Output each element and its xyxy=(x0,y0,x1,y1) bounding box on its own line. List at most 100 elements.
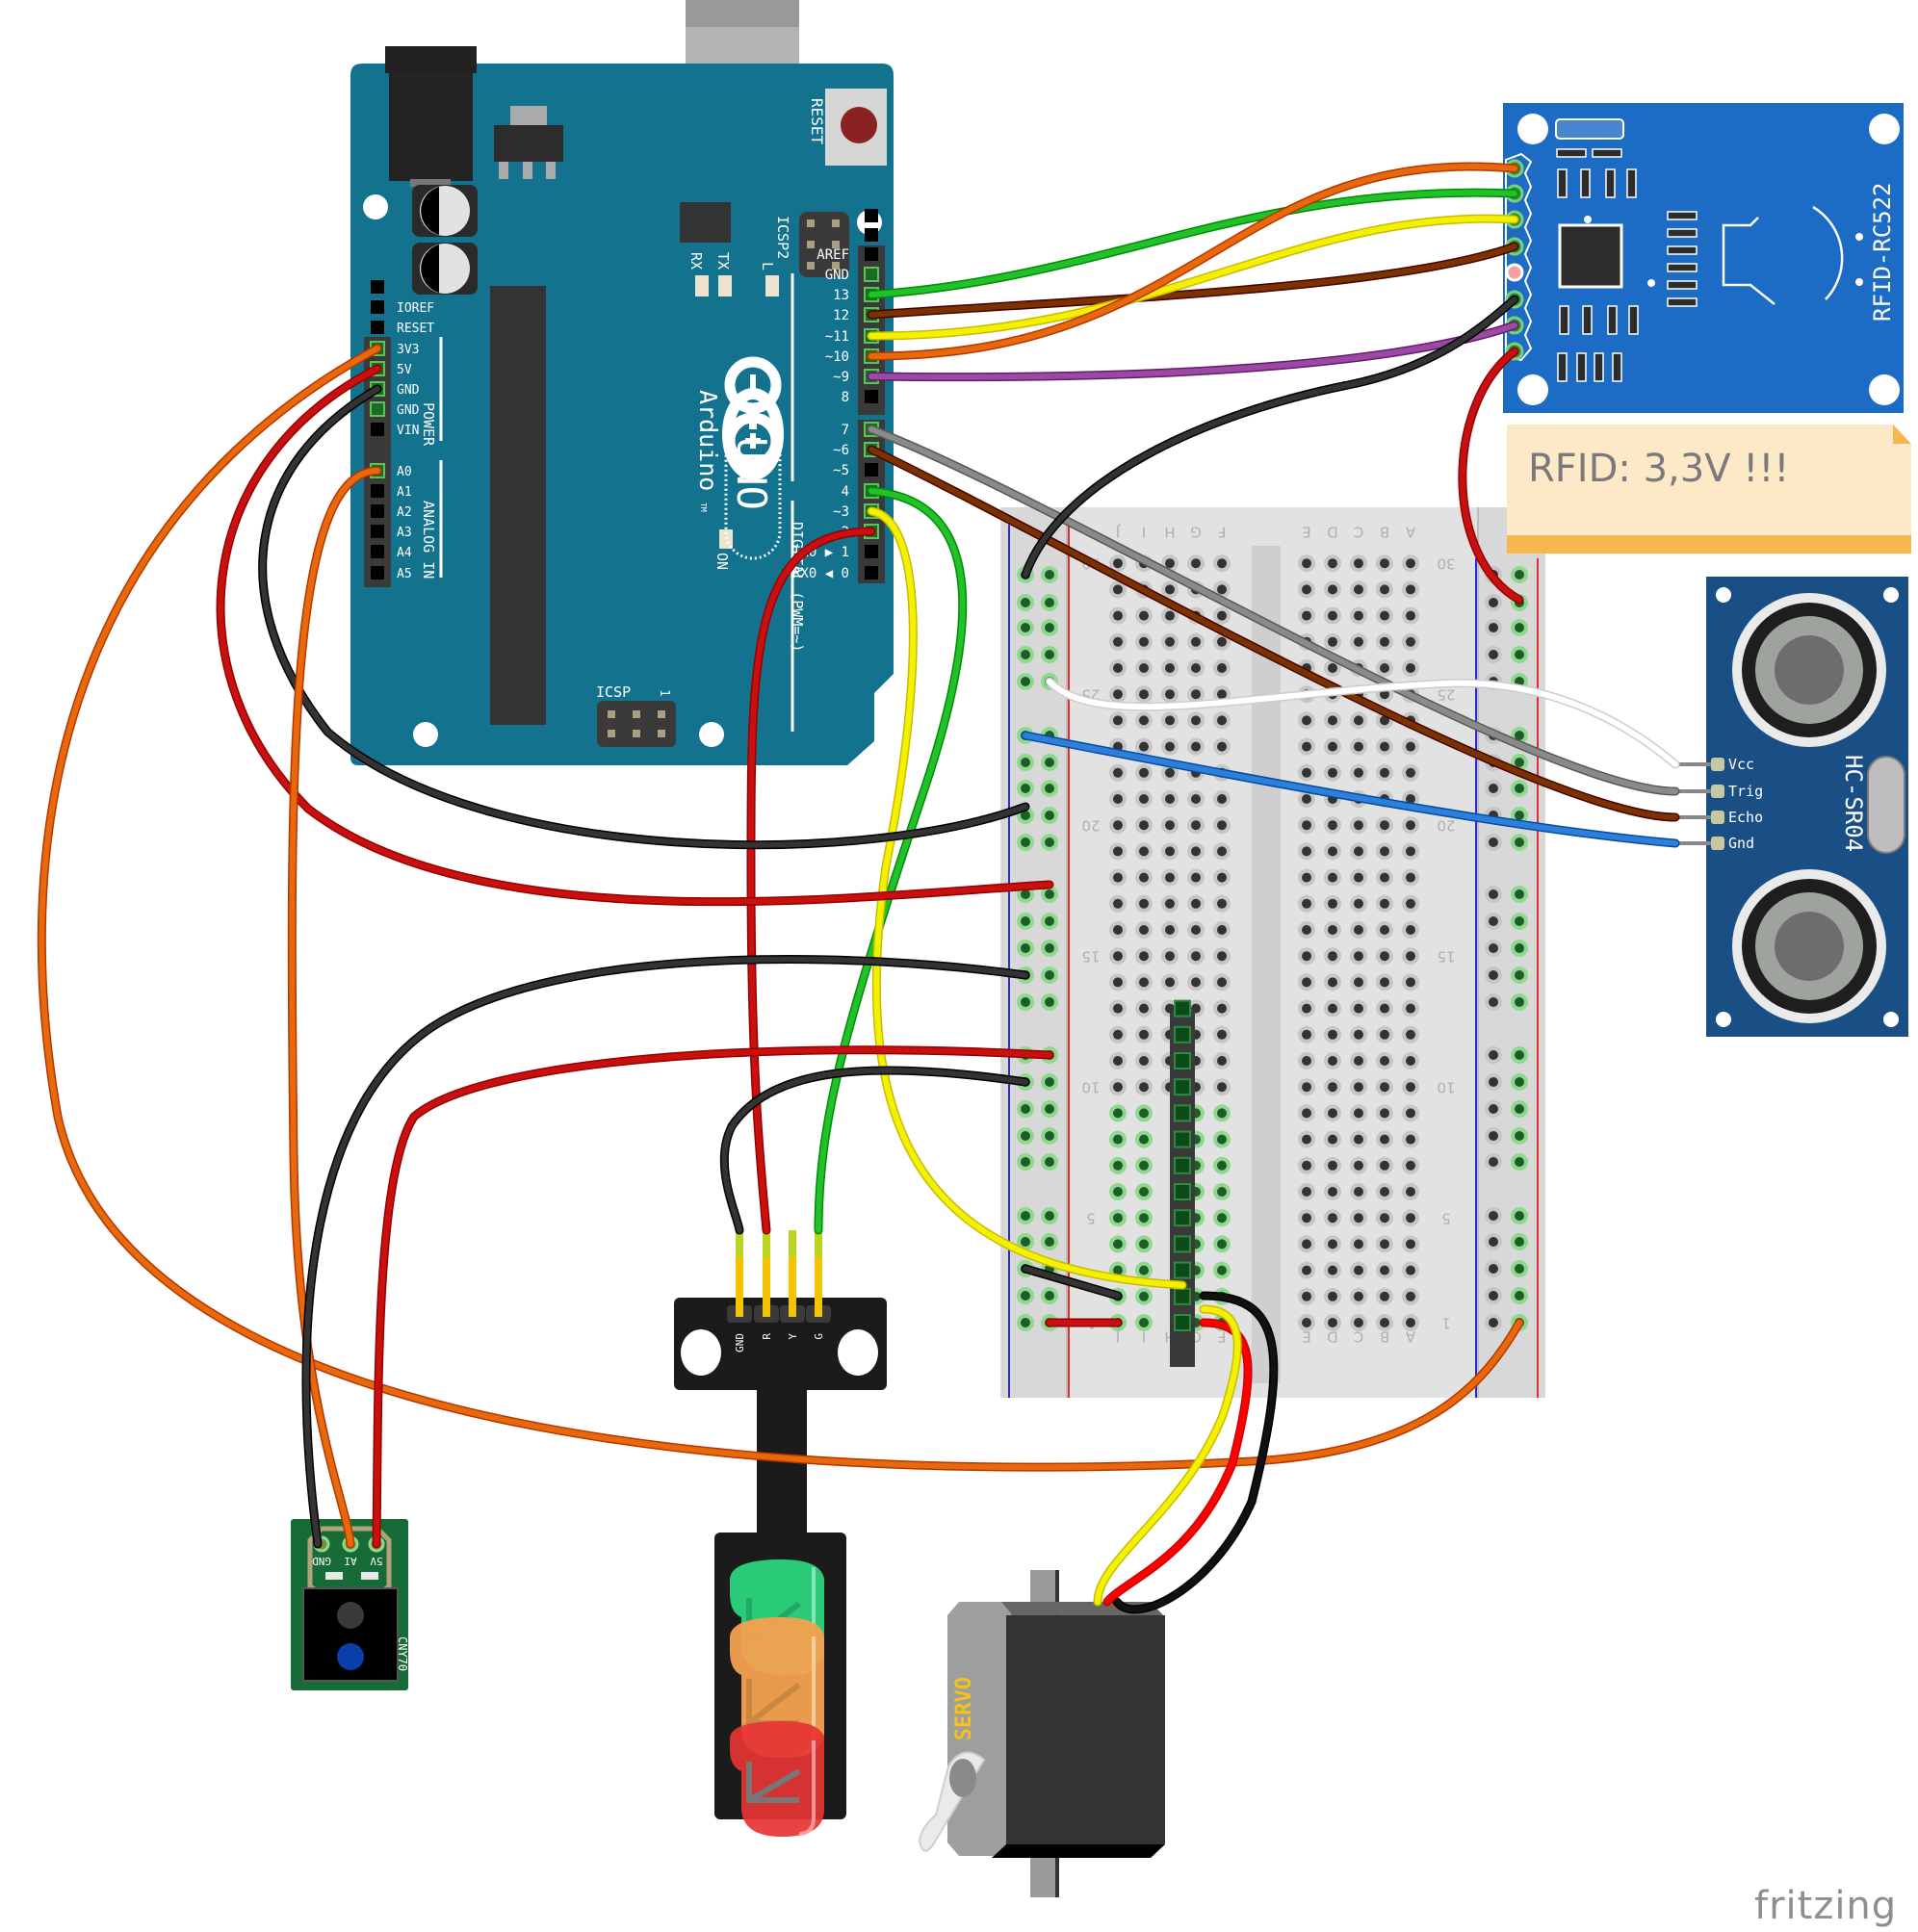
icsp2-label: ICSP2 xyxy=(774,216,791,259)
wire-a0-cny70[interactable] xyxy=(289,468,380,1547)
header-pin[interactable] xyxy=(865,545,878,558)
analog-label: ANALOG IN xyxy=(420,501,437,579)
column-label: B xyxy=(1380,1328,1389,1346)
servo-lead-signal[interactable] xyxy=(1095,1306,1241,1605)
header-pin[interactable] xyxy=(371,566,384,580)
traffic-light-pin[interactable] xyxy=(736,1230,743,1317)
header-pin[interactable] xyxy=(371,300,384,314)
pin-label: 5V xyxy=(397,363,412,377)
wire-d2-red[interactable] xyxy=(747,528,874,1233)
led-red xyxy=(730,1721,824,1837)
header-pin[interactable] xyxy=(370,401,385,417)
traffic-light-pin[interactable] xyxy=(789,1230,796,1317)
header-pin[interactable] xyxy=(1174,1235,1191,1253)
header-pin[interactable] xyxy=(1174,1156,1191,1174)
wire-d13-rfid[interactable] xyxy=(868,190,1517,297)
arduino-board xyxy=(350,64,894,765)
wires xyxy=(37,162,1680,1614)
header-pin[interactable] xyxy=(865,247,878,261)
wire-d6-echo[interactable] xyxy=(868,447,1678,820)
header-pin[interactable] xyxy=(371,545,384,558)
pin-label: A4 xyxy=(397,546,412,560)
wire-traffic-gnd[interactable] xyxy=(721,1067,1028,1233)
jumper-gnd[interactable] xyxy=(1023,1266,1121,1299)
column-label: C xyxy=(1354,1328,1363,1346)
cny70-label: CNY70 xyxy=(396,1636,409,1671)
wire-5v[interactable] xyxy=(218,366,1052,905)
traffic-light-pin-label: G xyxy=(813,1333,825,1340)
header-pin[interactable] xyxy=(371,280,384,294)
header-pin[interactable] xyxy=(1174,1130,1191,1148)
ultrasonic-transducer-icon xyxy=(1732,869,1886,1023)
wire-d3-servo[interactable] xyxy=(868,508,1185,1288)
pin-label: RX0 ◀ 0 xyxy=(792,566,849,581)
pin-label: GND xyxy=(397,383,420,398)
servo-motor: SERVO xyxy=(918,1570,1165,1897)
header-pin[interactable] xyxy=(864,267,879,282)
tx-label: TX xyxy=(714,252,732,270)
header-pin[interactable] xyxy=(371,484,384,498)
sensor-pin[interactable] xyxy=(1711,785,1724,798)
wire-3v3[interactable] xyxy=(39,346,1522,1471)
fritzing-logo: fritzing xyxy=(1754,1884,1897,1928)
header-pin[interactable] xyxy=(371,525,384,538)
wire-cny-gnd[interactable] xyxy=(303,956,1028,1547)
icsp2-header xyxy=(799,212,849,277)
pin-label: 3V3 xyxy=(397,343,419,357)
wire-d4-green[interactable] xyxy=(816,488,966,1233)
header-pin[interactable] xyxy=(865,390,878,403)
wire-d10-rfid[interactable] xyxy=(868,164,1517,359)
wire-d11-rfid[interactable] xyxy=(868,216,1517,340)
on-led xyxy=(719,529,733,549)
sensor-pin[interactable] xyxy=(1711,758,1724,771)
wire-rfid-gnd[interactable] xyxy=(1023,296,1517,578)
traffic-light-pin[interactable] xyxy=(815,1230,822,1317)
header-pin[interactable] xyxy=(865,228,878,242)
header-pin[interactable] xyxy=(1174,1261,1191,1279)
header-pin[interactable] xyxy=(1174,1104,1191,1122)
sensor-pin[interactable] xyxy=(1711,837,1724,850)
on-label: ON xyxy=(713,553,731,570)
header-pin[interactable] xyxy=(1174,1209,1191,1227)
breadboard-labels: 303025252020151510105511JJIIHHGGFFEEDDCC… xyxy=(1081,524,1455,1346)
header-pin[interactable] xyxy=(371,504,384,518)
note-resize-bar[interactable] xyxy=(1507,535,1911,554)
header-pin[interactable] xyxy=(1174,1183,1191,1200)
note-body xyxy=(1507,425,1911,554)
header-pin[interactable] xyxy=(1174,1078,1191,1096)
header-pin[interactable] xyxy=(865,463,878,477)
sensor-pin[interactable] xyxy=(1711,811,1724,824)
wire-d12-rfid[interactable] xyxy=(868,244,1517,318)
header-pin[interactable] xyxy=(371,423,384,436)
column-label: A xyxy=(1405,524,1415,541)
wire-gnd[interactable] xyxy=(259,386,1028,848)
pin-label: ~9 xyxy=(833,370,849,385)
pin-label: 7 xyxy=(842,423,849,438)
header-pin[interactable] xyxy=(865,566,878,580)
wire-rfid-3v3[interactable] xyxy=(1459,348,1522,603)
pin-label: 4 xyxy=(842,484,849,500)
wire-gnd-sr04[interactable] xyxy=(1023,733,1678,846)
header-pin[interactable] xyxy=(1174,999,1191,1018)
header-pin[interactable] xyxy=(1174,1287,1191,1305)
wire-vcc[interactable] xyxy=(1047,679,1678,767)
traffic-light-pin[interactable] xyxy=(763,1230,770,1317)
row-label: 1 xyxy=(1441,1315,1451,1332)
header-pin[interactable] xyxy=(1174,1314,1191,1331)
note-text: RFID: 3,3V !!! xyxy=(1528,447,1789,491)
header-pin[interactable] xyxy=(1174,1025,1191,1043)
header-pin[interactable] xyxy=(1174,1052,1191,1069)
header-pin[interactable] xyxy=(865,209,878,222)
wire-cny-5v[interactable] xyxy=(374,1046,1052,1547)
note[interactable]: RFID: 3,3V !!! xyxy=(1507,425,1911,554)
servo-lead-gnd[interactable] xyxy=(1114,1293,1277,1612)
wire-d7-trig[interactable] xyxy=(868,426,1678,794)
sensor-pin-label: Echo xyxy=(1728,809,1763,826)
rfid-pin[interactable] xyxy=(1505,263,1524,282)
header-pin[interactable] xyxy=(371,321,384,334)
reset-button[interactable] xyxy=(841,107,877,143)
voltage-regulator xyxy=(494,125,563,162)
